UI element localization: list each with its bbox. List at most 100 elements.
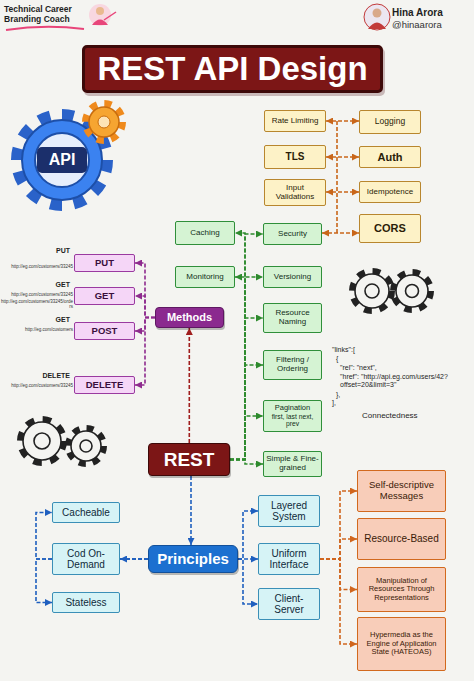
node-text: Versioning <box>274 273 311 282</box>
text-label: GET <box>40 316 70 324</box>
method-box: GET <box>74 287 135 305</box>
security-box: Rate Limiting <box>264 110 326 132</box>
security-box: Idempotence <box>359 181 421 203</box>
gear-body <box>23 422 61 460</box>
node-text: Hypermedia as the Engine of Application … <box>360 631 443 656</box>
text-label: PUT <box>40 247 70 255</box>
gear-teeth <box>68 428 104 464</box>
constraint-box: Hypermedia as the Engine of Application … <box>357 617 446 671</box>
avatar-body <box>368 23 386 30</box>
node-text: Principles <box>157 551 229 568</box>
node-text: Cod On-Demand <box>55 548 117 570</box>
node-text: Client-Server <box>261 593 317 615</box>
gear-body <box>396 275 428 307</box>
node-text: Rate Limiting <box>272 117 319 126</box>
text-label: http://eg.com/customers/33245 <box>0 292 73 297</box>
connector <box>230 416 263 460</box>
node-text: Resource Naming <box>266 309 319 327</box>
principle-box: Cacheable <box>52 502 120 523</box>
security-box: TLS <box>264 145 326 169</box>
connector <box>322 232 359 234</box>
node-text: Logging <box>375 117 405 127</box>
feature-box: Simple & Fine-grained <box>263 451 322 477</box>
node-text: Input Validations <box>267 184 323 202</box>
connector <box>320 559 357 590</box>
text-label: Connectedness <box>362 411 452 420</box>
swoosh <box>104 12 116 20</box>
feature-box: Monitoring <box>175 266 235 288</box>
text-label: @hinaarora <box>392 20 472 31</box>
node-text: Resource-Based <box>364 533 438 544</box>
connector <box>135 318 155 386</box>
text-label: GET <box>40 281 70 289</box>
principles-hub: Principles <box>148 545 238 573</box>
title-text: REST API Design <box>97 50 367 88</box>
gear-teeth <box>86 104 122 140</box>
connector <box>135 296 155 318</box>
text-label: ], <box>332 399 452 407</box>
avatar-body <box>92 20 108 26</box>
principle-box: Uniform Interface <box>258 543 320 575</box>
security-box: Auth <box>359 146 421 168</box>
node-text: DELETE <box>86 380 123 391</box>
text-label: }, <box>336 391 456 399</box>
node-text: Filtering / Ordering <box>266 356 319 374</box>
node-text: PUT <box>95 258 114 269</box>
text-label: DELETE <box>28 372 70 380</box>
node-text: Pagination <box>275 404 310 412</box>
feature-box: Filtering / Ordering <box>263 350 322 380</box>
node-text: Manipulation of Resources Through Repres… <box>360 577 443 602</box>
text-label: "links":[ <box>332 346 452 354</box>
avatar-head <box>96 7 104 15</box>
text-label: { <box>336 355 456 363</box>
node-text: POST <box>92 326 118 337</box>
connector <box>230 277 263 460</box>
avatar-bg <box>89 4 111 26</box>
node-text: Simple & Fine-grained <box>266 455 319 473</box>
security-box: CORS <box>359 214 421 243</box>
node-text: CORS <box>374 222 406 234</box>
connector <box>189 328 191 443</box>
feature-box: Caching <box>175 221 235 245</box>
avatar-bg <box>364 4 390 30</box>
connector <box>230 318 263 460</box>
connector <box>326 156 359 158</box>
gear-body <box>89 107 119 137</box>
principle-box: Cod On-Demand <box>52 543 120 575</box>
text-label: Technical Career Branding Coach <box>4 5 86 25</box>
node-text: Uniform Interface <box>261 548 317 570</box>
node-text: GET <box>95 291 115 302</box>
text-label: "rel": "next", <box>340 364 460 372</box>
gear-teeth <box>20 419 64 463</box>
gear-hub <box>98 116 110 128</box>
method-box: POST <box>74 322 135 340</box>
principle-box: Client-Server <box>258 588 320 620</box>
node-text: Layered System <box>261 500 317 522</box>
gear-hub <box>406 285 419 298</box>
text-label: http://eg.com/customers/33245 <box>0 264 73 269</box>
method-box: DELETE <box>74 376 135 394</box>
connector <box>320 539 357 559</box>
node-text: Monitoring <box>186 273 223 282</box>
connector <box>135 263 155 318</box>
node-subtext: first, last next, prev <box>266 413 319 428</box>
text-label: http://eg.com/customers/33245 <box>0 383 73 388</box>
text-label: API <box>37 151 87 169</box>
gear-teeth <box>393 272 431 310</box>
gear-hub <box>35 133 89 187</box>
text-label: "href": "http://api.eg.com/users/42?offs… <box>340 373 458 389</box>
rest-hub: REST <box>148 443 230 476</box>
constraint-box: Self-descriptive Messages <box>357 470 446 512</box>
text-label: http://eg.com/customers/33245/orders <box>0 299 73 309</box>
constraint-box: Manipulation of Resources Through Repres… <box>357 567 446 612</box>
connector <box>238 511 258 559</box>
gear-hub <box>34 433 50 449</box>
gear-body <box>355 274 389 308</box>
gear-hub <box>80 440 92 452</box>
node-text: REST <box>164 449 215 470</box>
connector <box>326 120 359 122</box>
connector <box>230 460 263 465</box>
text-label: Hina Arora <box>392 7 472 19</box>
connector <box>230 365 263 460</box>
